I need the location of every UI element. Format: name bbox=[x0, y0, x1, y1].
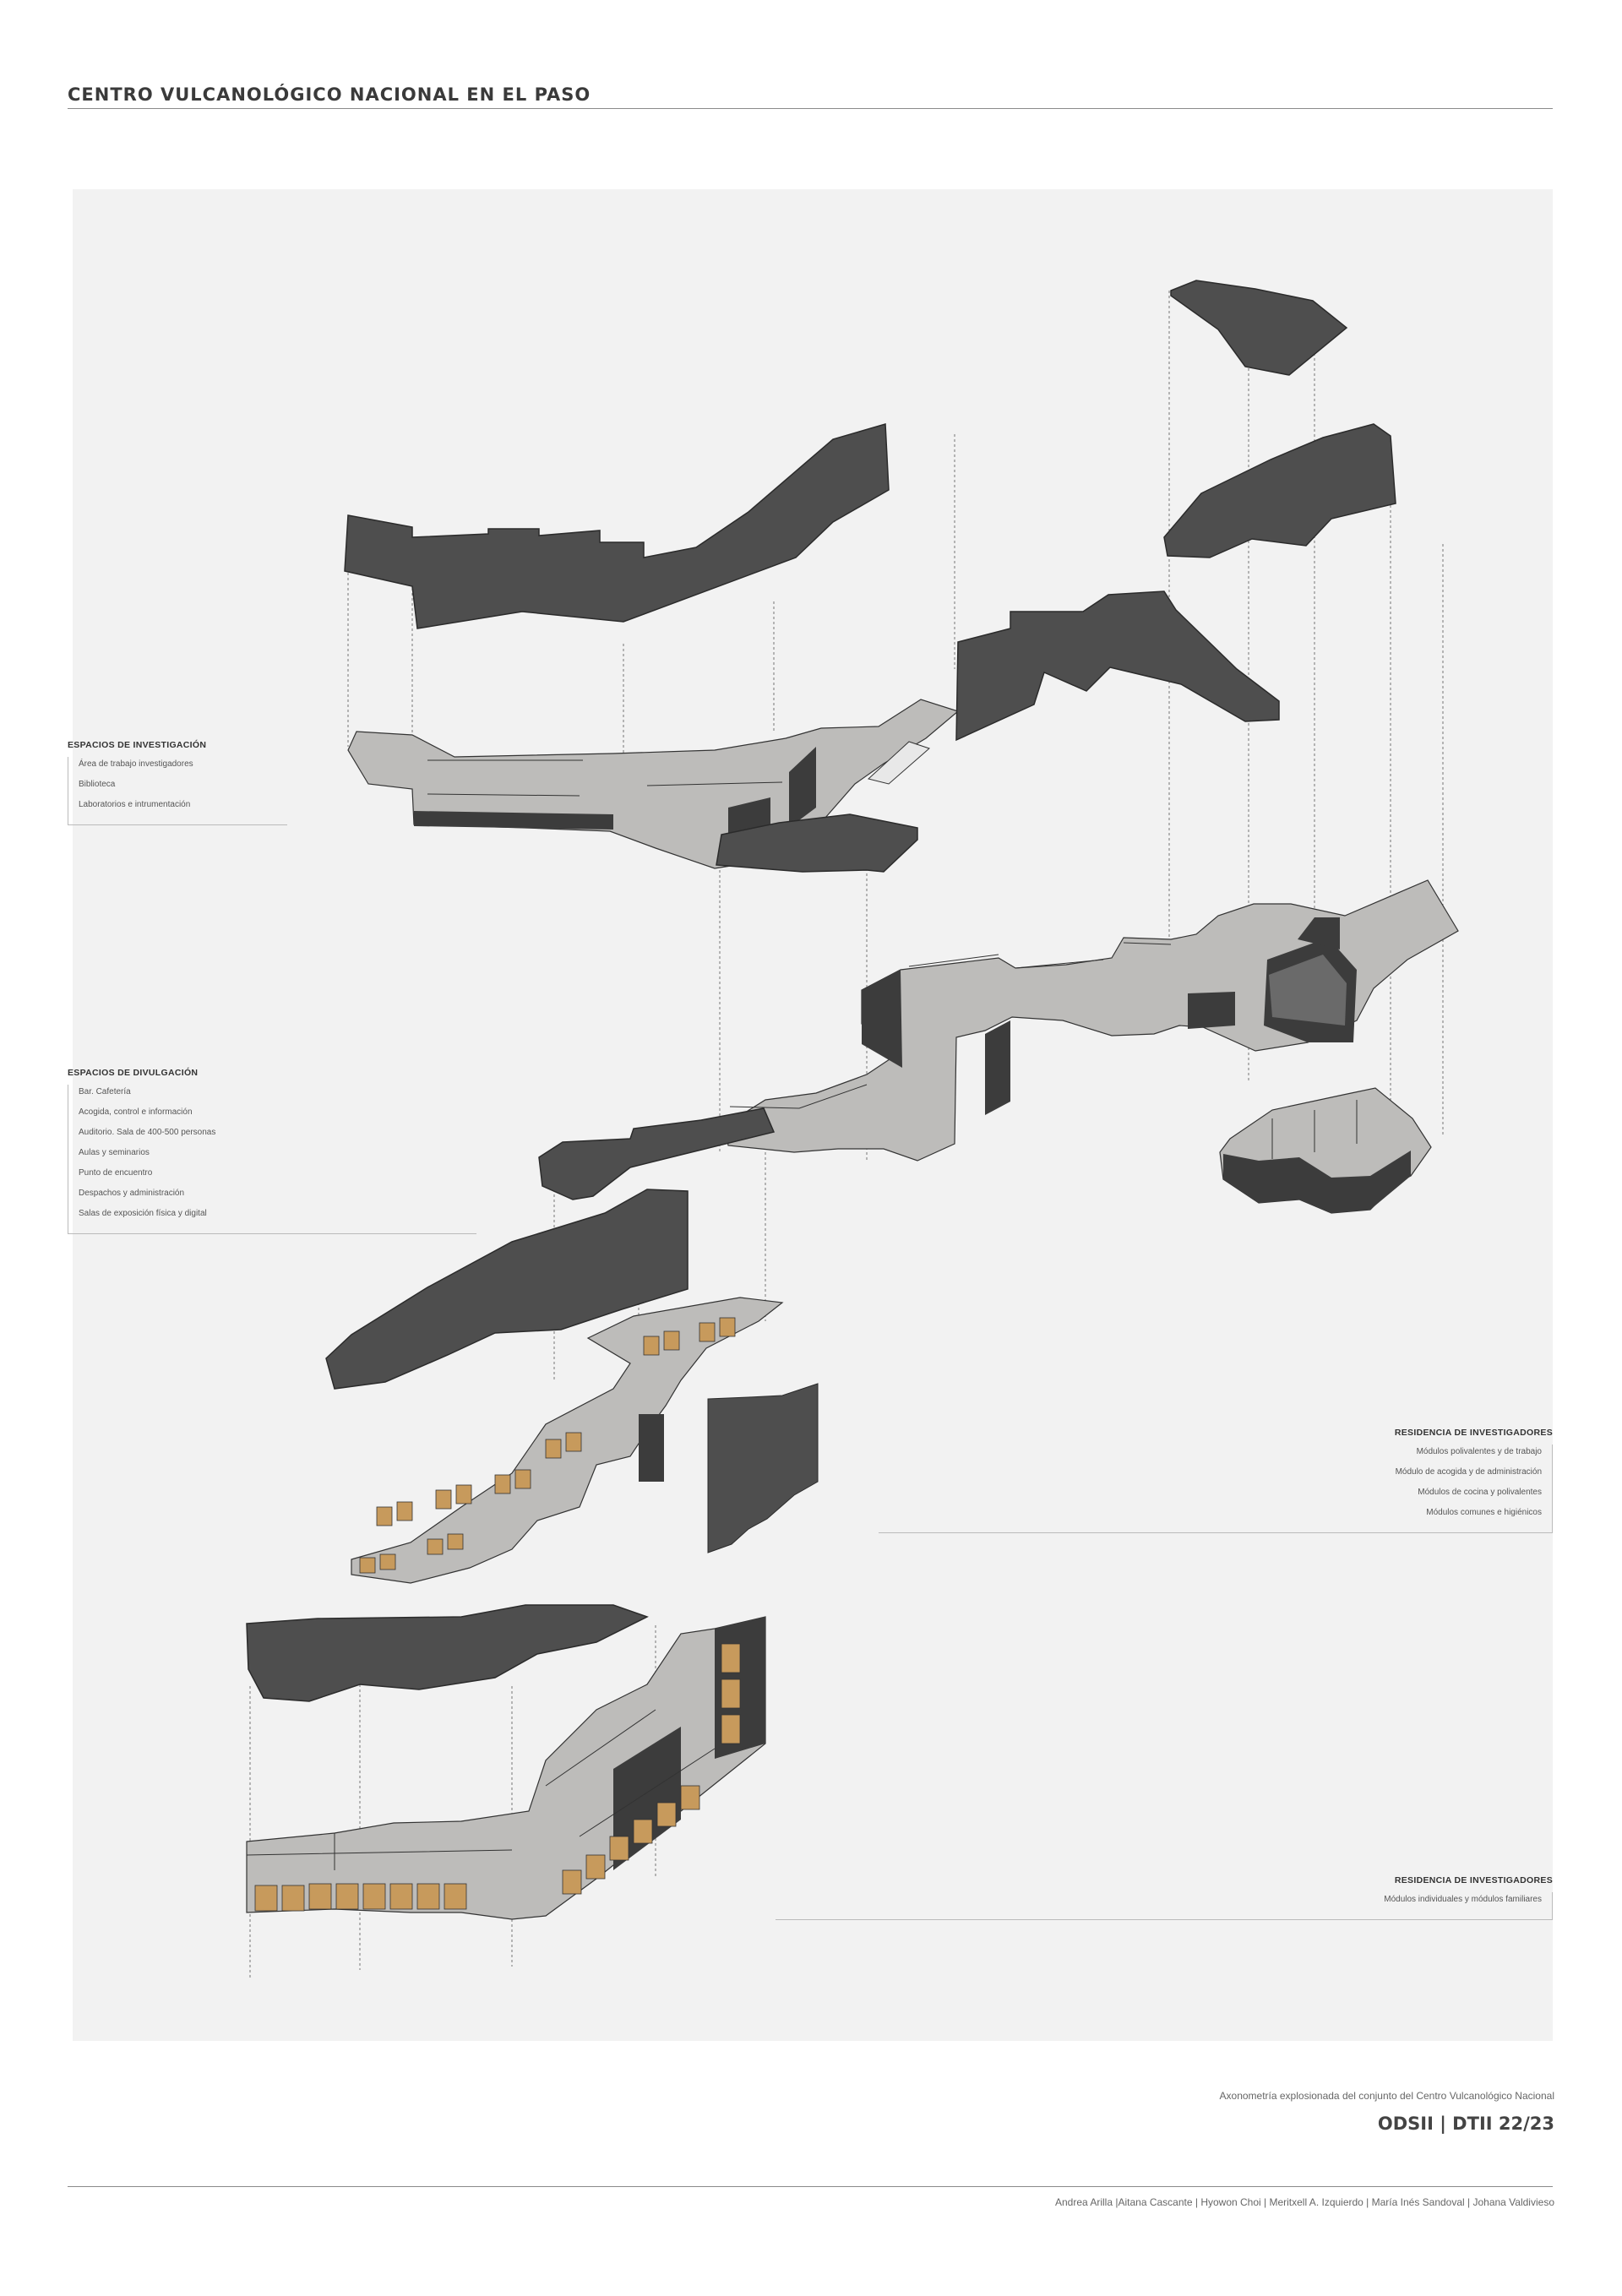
roof-residencia-top bbox=[1170, 280, 1348, 376]
authors-line: Andrea Arilla |Aitana Cascante | Hyowon … bbox=[1054, 2196, 1554, 2208]
page-title: CENTRO VULCANOLÓGICO NACIONAL EN EL PASO bbox=[68, 84, 591, 105]
floor-divulgacion-bajo bbox=[1219, 1087, 1432, 1214]
legend-item: Área de trabajo investigadores bbox=[79, 759, 193, 769]
legend-heading: ESPACIOS DE INVESTIGACIÓN bbox=[68, 740, 207, 750]
legend-residencia-1: RESIDENCIA DE INVESTIGADORES Módulos pol… bbox=[879, 1428, 1553, 1533]
roof-investigacion bbox=[344, 423, 890, 629]
floor-residencia-bajo bbox=[246, 1616, 766, 1920]
legend-item: Laboratorios e intrumentación bbox=[79, 800, 191, 809]
roof-conector-b bbox=[716, 813, 918, 873]
legend-heading: ESPACIOS DE DIVULGACIÓN bbox=[68, 1068, 199, 1078]
legend-item: Punto de encuentro bbox=[79, 1168, 153, 1178]
legend-item: Bar. Cafetería bbox=[79, 1087, 131, 1096]
legend-item: Módulos de cocina y polivalentes bbox=[1418, 1488, 1542, 1497]
legend-item: Acogida, control e información bbox=[79, 1107, 193, 1117]
exploded-axonometric-drawing bbox=[246, 280, 1459, 1980]
floor-divulgacion bbox=[724, 879, 1459, 1162]
drawing-panel bbox=[73, 189, 1553, 2041]
legend-item: Módulo de acogida y de administración bbox=[1395, 1467, 1542, 1477]
legend-item: Aulas y seminarios bbox=[79, 1148, 150, 1157]
legend-item: Salas de exposición física y digital bbox=[79, 1209, 207, 1218]
roof-residencia-a bbox=[538, 1107, 776, 1200]
legend-item: Módulos polivalentes y de trabajo bbox=[1416, 1447, 1542, 1456]
legend-item: Despachos y administración bbox=[79, 1189, 185, 1198]
floor-residencia bbox=[351, 1297, 819, 1584]
legend-item: Módulos comunes e higiénicos bbox=[1426, 1508, 1542, 1517]
legend-item: Módulos individuales y módulos familiare… bbox=[1384, 1895, 1542, 1904]
footer-rule bbox=[68, 2186, 1553, 2187]
legend-heading: RESIDENCIA DE INVESTIGADORES bbox=[1394, 1875, 1553, 1885]
figure-caption: Axonometría explosionada del conjunto de… bbox=[1219, 2090, 1554, 2102]
roof-residencia-c bbox=[246, 1604, 649, 1702]
roof-conector bbox=[955, 590, 1280, 742]
legend-investigacion: ESPACIOS DE INVESTIGACIÓN Área de trabaj… bbox=[68, 740, 287, 825]
course-label: ODSII | DTII 22/23 bbox=[1377, 2114, 1554, 2134]
roof-residencia-mid bbox=[1163, 423, 1396, 558]
legend-divulgacion: ESPACIOS DE DIVULGACIÓN Bar. Cafetería A… bbox=[68, 1068, 476, 1234]
legend-heading: RESIDENCIA DE INVESTIGADORES bbox=[1394, 1428, 1553, 1438]
roof-residencia-b bbox=[325, 1189, 689, 1390]
legend-residencia-2: RESIDENCIA DE INVESTIGADORES Módulos ind… bbox=[776, 1875, 1553, 1920]
legend-item: Biblioteca bbox=[79, 780, 116, 789]
legend-item: Auditorio. Sala de 400-500 personas bbox=[79, 1128, 216, 1137]
title-rule bbox=[68, 108, 1553, 109]
